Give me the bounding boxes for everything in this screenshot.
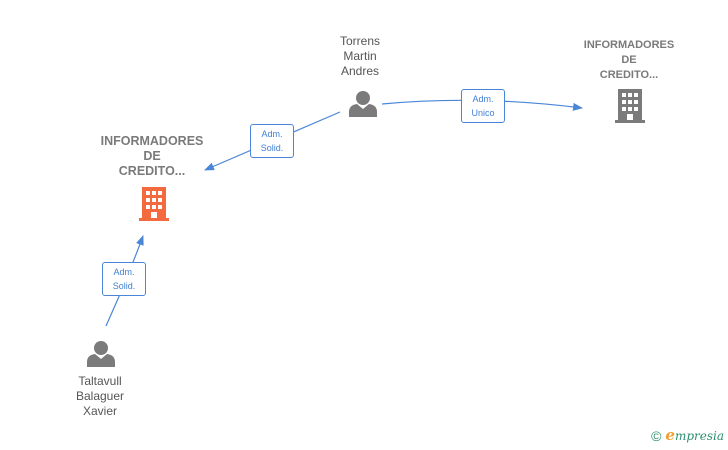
node-label-company-right[interactable]: INFORMADORES DE CREDITO... — [574, 38, 684, 83]
brand-logo-text: mpresia — [674, 429, 724, 443]
copyright-symbol: © — [651, 428, 662, 444]
brand-logo-letter: e — [665, 426, 675, 444]
brand-watermark: ©empresia — [651, 426, 724, 444]
edge-label-line: Adm. — [113, 267, 135, 277]
node-label-line: Andres — [340, 64, 380, 78]
person-icon[interactable] — [87, 341, 115, 367]
node-label-taltavull[interactable]: Taltavull Balaguer Xavier — [64, 374, 136, 419]
node-label-line: Balaguer — [75, 389, 125, 403]
node-label-line: DE — [621, 54, 637, 66]
node-label-line: Martin — [343, 49, 377, 63]
node-label-torrens[interactable]: Torrens Martin Andres — [330, 34, 390, 79]
edge-label-taltavull-to-focus[interactable]: Adm. Solid. — [102, 262, 146, 296]
node-label-company-focus[interactable]: INFORMADORES DE CREDITO... — [92, 134, 212, 179]
edge-label-line: Solid. — [112, 281, 136, 291]
edge-label-line: Unico — [471, 108, 495, 118]
node-label-line: Xavier — [82, 404, 117, 418]
edge-label-torrens-to-right[interactable]: Adm. Unico — [461, 89, 505, 123]
node-label-line: CREDITO... — [599, 69, 659, 81]
edge-label-torrens-to-focus[interactable]: Adm. Solid. — [250, 124, 294, 158]
building-icon[interactable] — [615, 89, 645, 123]
person-icon[interactable] — [349, 91, 377, 117]
node-label-line: INFORMADORES — [100, 134, 204, 148]
node-label-line: DE — [143, 149, 161, 163]
node-label-line: CREDITO... — [118, 164, 186, 178]
node-label-line: Taltavull — [78, 374, 122, 388]
node-label-line: Torrens — [339, 34, 380, 48]
edge-label-line: Adm. — [472, 94, 494, 104]
edge-label-line: Solid. — [260, 143, 284, 153]
edge-label-line: Adm. — [261, 129, 283, 139]
node-label-line: INFORMADORES — [583, 39, 675, 51]
building-icon-focus[interactable] — [139, 187, 169, 221]
